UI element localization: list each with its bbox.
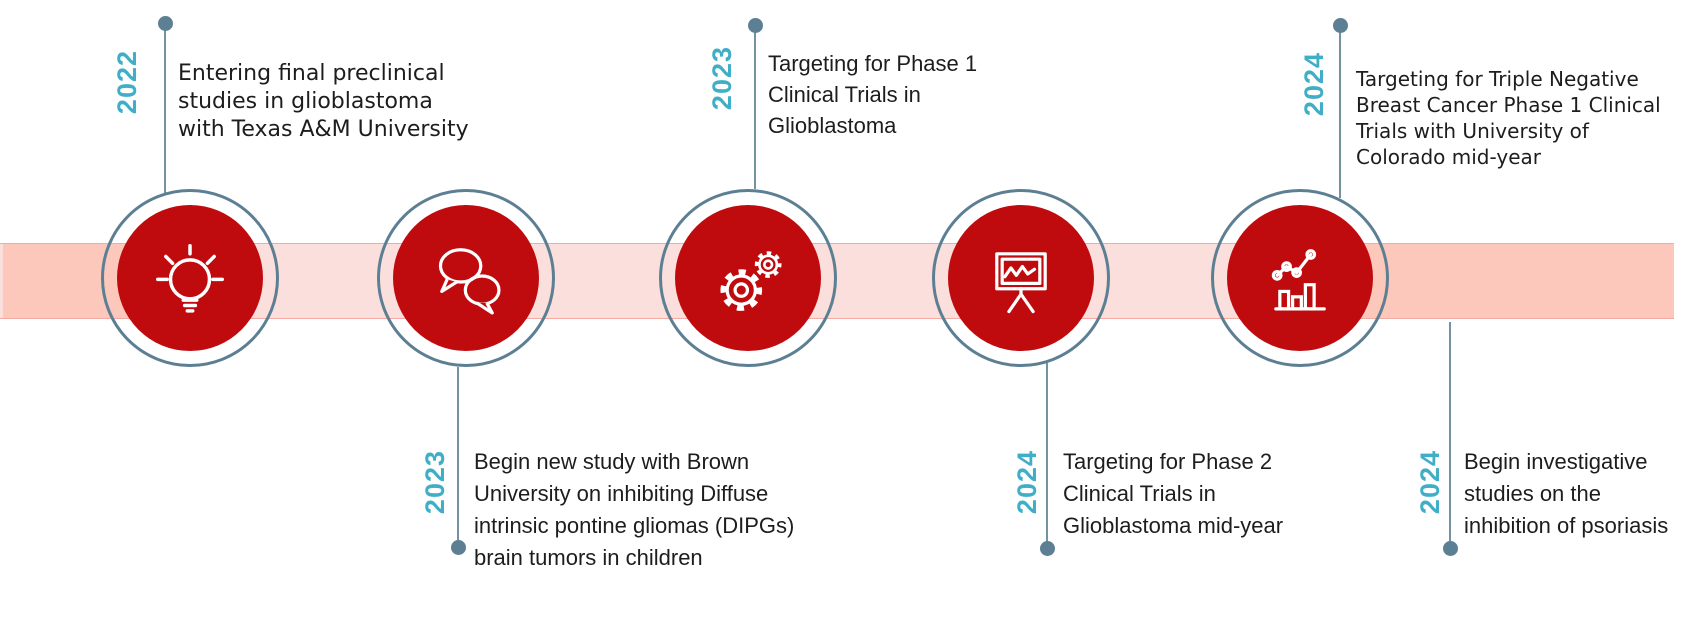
connector-dot [451, 540, 466, 555]
milestone-text: Targeting for Triple Negative Breast Can… [1356, 67, 1661, 169]
connector-line [1339, 30, 1341, 198]
milestone-text: Entering final preclinical studies in gl… [178, 61, 469, 142]
connector-dot [1443, 541, 1458, 556]
year-label: 2022 [112, 50, 142, 115]
milestone-text: Targeting for Phase 1 Clinical Trials in… [768, 51, 978, 138]
year-label: 2024 [1415, 450, 1445, 515]
connector-line [457, 367, 459, 547]
connector-dot [1333, 18, 1348, 33]
year-label: 2024 [1012, 450, 1042, 515]
node-ring [1211, 189, 1389, 367]
connector-dot [1040, 541, 1055, 556]
milestone-text: Begin new study with Brown University on… [474, 449, 795, 570]
connector-dot [158, 16, 173, 31]
connector-dot [748, 18, 763, 33]
node-ring [932, 189, 1110, 367]
year-label: 2023 [707, 46, 737, 111]
connector-line [164, 30, 166, 193]
year-label: 2023 [420, 450, 450, 515]
connector-line [1449, 322, 1451, 548]
connector-line [1046, 363, 1048, 548]
year-label: 2024 [1299, 52, 1329, 117]
milestone-text: Targeting for Phase 2 Clinical Trials in… [1063, 449, 1284, 538]
node-ring [659, 189, 837, 367]
node-ring [101, 189, 279, 367]
connector-line [754, 30, 756, 189]
milestone-text: Begin investigative studies on the inhib… [1464, 449, 1669, 538]
node-ring [377, 189, 555, 367]
